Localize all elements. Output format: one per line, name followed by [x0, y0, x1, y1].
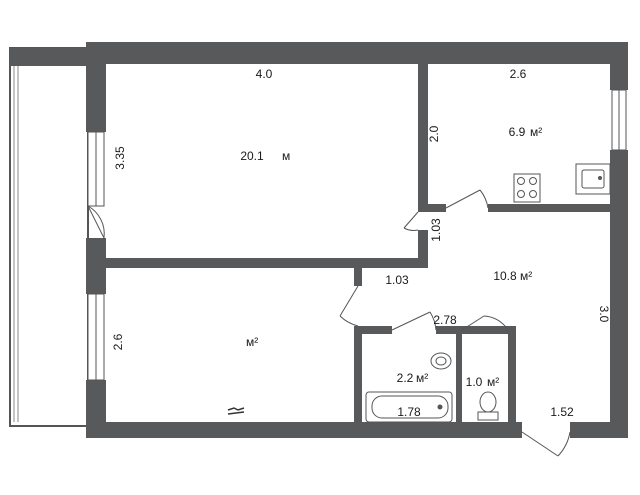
area-wc: 1.0 м² [466, 375, 500, 389]
stove-icon [513, 173, 541, 203]
area-kitchen-value: 6.9 [509, 125, 526, 139]
area-hall-unit: м² [520, 269, 532, 283]
doors [339, 189, 571, 457]
area-bath-value: 2.2 [397, 371, 414, 385]
area-kitchen: 6.9 м² [509, 125, 543, 139]
bath-sink-icon [430, 352, 452, 370]
bedroom-bottom-mark [227, 407, 245, 415]
dim-bedroom-height: 2.6 [111, 333, 125, 350]
area-room1-unit: м [282, 149, 290, 163]
windows [87, 89, 627, 381]
area-hall: 10.8 м² [493, 269, 532, 283]
dim-kitchen-width: 2.6 [510, 67, 527, 81]
area-wc-value: 1.0 [466, 375, 483, 389]
area-hall-value: 10.8 [493, 269, 517, 283]
dim-left-room-height: 3.35 [113, 146, 127, 170]
area-bath-unit: м² [416, 371, 428, 385]
balcony-door [87, 205, 105, 239]
area-room2: м² [246, 335, 258, 349]
area-bath: 2.2 м² [397, 371, 429, 385]
area-wc-unit: м² [487, 375, 499, 389]
balcony [9, 47, 89, 427]
dim-top-room-width: 4.0 [256, 67, 273, 81]
dim-bath-width: 2.78 [433, 313, 457, 327]
dim-hall-opening: 1.03 [385, 273, 409, 287]
interior-walls [106, 64, 610, 426]
dim-entrance: 1.52 [550, 405, 574, 419]
dim-kitchen-height: 2.0 [427, 125, 441, 142]
area-room1: 20.1 м [240, 149, 290, 163]
kitchen-sink-icon [575, 163, 611, 195]
exterior-walls [86, 42, 628, 438]
area-room1-value: 20.1 [240, 149, 264, 163]
toilet-icon [477, 391, 499, 421]
area-kitchen-unit: м² [530, 125, 542, 139]
dim-hall-door: 1.03 [429, 218, 443, 242]
dim-bath-inner: 1.78 [397, 405, 421, 419]
bathtub-icon [365, 391, 453, 423]
dim-right-wall: 3.0 [597, 306, 611, 323]
area-room2-unit: м² [246, 335, 258, 349]
